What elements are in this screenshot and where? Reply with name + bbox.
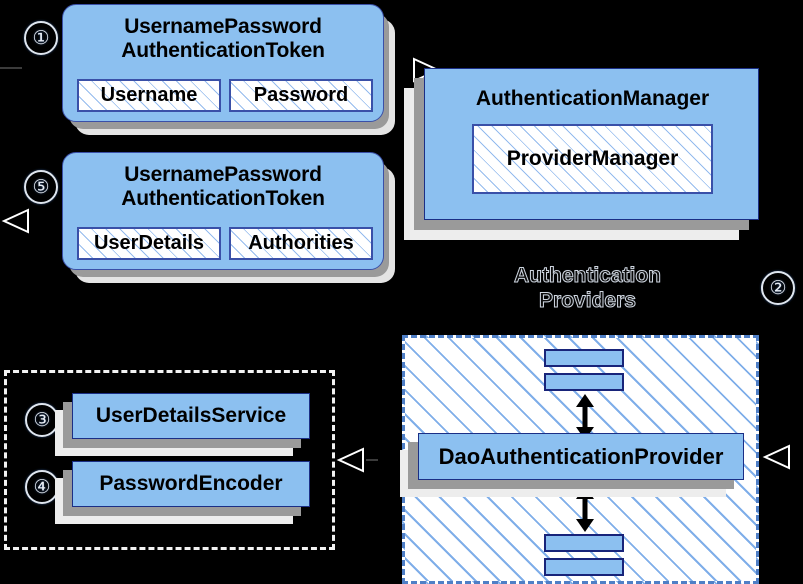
authentication-providers-caption: Authentication Providers [460, 264, 715, 314]
authentication-manager-title: AuthenticationManager [475, 87, 710, 110]
arrowhead-left-dao-provider [762, 444, 790, 470]
dao-authentication-provider-label: DaoAuthenticationProvider [438, 443, 724, 469]
providers-caption-line1: Authentication [514, 264, 662, 288]
token-request-title: UsernamePassword AuthenticationToken [75, 15, 371, 62]
provider-bar-bottom-1 [544, 534, 624, 552]
token-request-title-line1: UsernamePassword [124, 15, 322, 38]
token-result-title-line1: UsernamePassword [124, 163, 322, 186]
token-field-username[interactable]: Username [77, 79, 221, 112]
connector-dependencies-to-providers [366, 459, 378, 461]
authentication-manager[interactable]: AuthenticationManager ProviderManager [404, 68, 759, 240]
provider-bar-top-1 [544, 349, 624, 367]
token-field-userdetails[interactable]: UserDetails [77, 227, 221, 260]
password-encoder-label: PasswordEncoder [99, 472, 283, 495]
connector-line-token-request [0, 67, 22, 69]
token-result-title-line2: AuthenticationToken [121, 186, 325, 210]
arrowhead-left-dependencies [336, 447, 364, 473]
token-field-password[interactable]: Password [229, 79, 373, 112]
token-result-title: UsernamePassword AuthenticationToken [75, 163, 371, 210]
providers-caption-line2: Providers [539, 288, 637, 312]
provider-bar-bottom-2 [544, 558, 624, 576]
marker-2: ② [761, 271, 795, 305]
token-field-authorities[interactable]: Authorities [229, 227, 373, 260]
marker-5: ⑤ [24, 170, 58, 204]
dao-authentication-provider[interactable]: DaoAuthenticationProvider [400, 433, 744, 497]
arrowhead-left-token-result [1, 208, 29, 234]
marker-1: ① [24, 21, 58, 55]
token-request-title-line2: AuthenticationToken [121, 38, 325, 62]
provider-bar-top-2 [544, 373, 624, 391]
user-details-service[interactable]: UserDetailsService [55, 393, 310, 456]
password-encoder[interactable]: PasswordEncoder [55, 461, 310, 524]
username-password-token-request[interactable]: UsernamePassword AuthenticationToken Use… [62, 4, 395, 135]
provider-manager[interactable]: ProviderManager [472, 124, 713, 194]
user-details-service-label: UserDetailsService [95, 404, 287, 427]
dependencies-region [4, 370, 335, 550]
username-password-token-result[interactable]: UsernamePassword AuthenticationToken Use… [62, 152, 395, 283]
